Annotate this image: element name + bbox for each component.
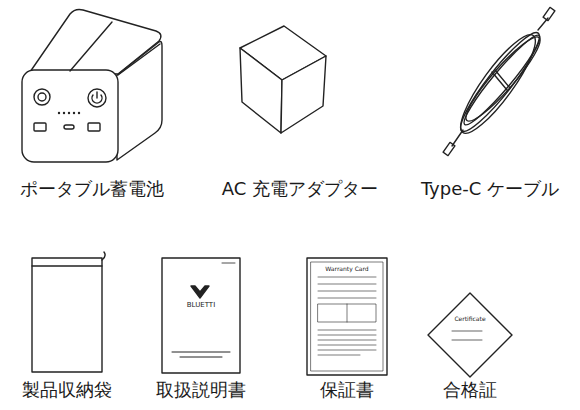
card-title: Warranty Card xyxy=(325,266,368,273)
item-caption: ポータブル蓄電池 xyxy=(20,179,164,199)
item-caption: 合格証 xyxy=(443,380,497,400)
item-caption: Type-C ケーブル xyxy=(421,179,559,199)
item-caption: 製品収納袋 xyxy=(22,380,112,400)
ac-adapter-drawing xyxy=(240,26,326,133)
card-title: Certificate xyxy=(454,316,485,323)
power-station-drawing xyxy=(22,10,162,163)
cable-drawing xyxy=(443,7,555,155)
manual-drawing xyxy=(162,258,240,373)
item-caption: 保証書 xyxy=(320,380,374,400)
item-caption: 取扱説明書 xyxy=(156,380,246,400)
certificate-drawing xyxy=(428,293,512,377)
item-caption: AC 充電アダプター xyxy=(222,179,378,199)
brand-logo-text: BLUETTI xyxy=(187,302,215,310)
warranty-card-drawing xyxy=(307,258,387,375)
storage-bag-drawing xyxy=(32,252,105,372)
